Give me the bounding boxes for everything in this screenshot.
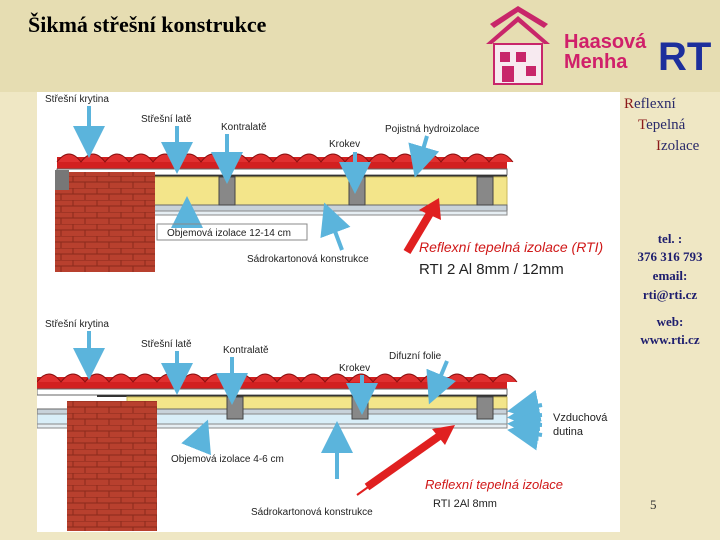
slide-title: Šikmá střešní konstrukce xyxy=(28,12,267,37)
label-difuzni-2: Difuzní folie xyxy=(389,351,442,362)
label-objemova-1: Objemová izolace 12-14 cm xyxy=(167,228,291,239)
roof-diagrams: Střešní krytina Střešní latě Kontralatě … xyxy=(36,94,608,531)
label-objemova-2: Objemová izolace 4-6 cm xyxy=(171,454,284,465)
label-kontralate-2: Kontralatě xyxy=(223,345,269,356)
label-strešni-krytina-1: Střešní krytina xyxy=(45,94,109,105)
label-sadrokarton-1: Sádrokartonová konstrukce xyxy=(247,254,369,265)
contact-web[interactable]: www.rti.cz xyxy=(640,332,700,347)
label-rti-spec-1: RTI 2 Al 8mm / 12mm xyxy=(419,261,564,278)
label-rti-red-1: Reflexní tepelná izolace (RTI) xyxy=(419,239,603,255)
brick-wall-2 xyxy=(67,401,157,531)
rti-cap-3: I xyxy=(656,138,661,154)
diagram-area: Střešní krytina Střešní latě Kontralatě … xyxy=(36,92,620,532)
diagram-1: Střešní krytina Střešní latě Kontralatě … xyxy=(45,94,603,278)
logo-line2: Menha xyxy=(564,51,628,73)
label-krokev-1: Krokev xyxy=(329,139,360,150)
red-arrow-1 xyxy=(403,207,436,255)
brick-wall xyxy=(55,172,155,272)
house-logo-icon xyxy=(486,6,550,85)
label-sadrokarton-2: Sádrokartonová konstrukce xyxy=(251,507,373,518)
label-strešni-late-1: Střešní latě xyxy=(141,114,192,125)
blue-arrows-1 xyxy=(73,106,440,251)
rti-cap-2: T xyxy=(638,117,647,133)
logo-mark: RT xyxy=(658,35,711,79)
roof-tiles xyxy=(56,153,514,169)
contact-tel-label: tel. : xyxy=(657,231,683,246)
page-number: 5 xyxy=(650,497,657,512)
label-rti-spec-2: RTI 2Al 8mm xyxy=(433,498,497,510)
rti-line-2: Tepelná xyxy=(638,117,685,134)
contact-email[interactable]: rti@rti.cz xyxy=(642,287,698,302)
logo-line1: Haasová xyxy=(564,31,647,53)
label-hydroizolace-1: Pojistná hydroizolace xyxy=(385,124,480,135)
contact-web-label: web: xyxy=(656,314,684,329)
side-panel xyxy=(620,92,720,540)
rti-cap-1: R xyxy=(624,96,635,112)
label-kontralate-1: Kontralatě xyxy=(221,122,267,133)
rti-line-3: Izolace xyxy=(656,138,699,155)
roof-tiles-2 xyxy=(36,373,518,389)
rti-line-1: Reflexní xyxy=(624,96,676,113)
insulation-layer xyxy=(126,176,508,206)
label-vzduchova-2: Vzduchová xyxy=(553,412,608,424)
rti-rest-1: eflexní xyxy=(634,96,676,112)
company-logo: Haasová Menha RT xyxy=(486,6,711,85)
header-bar xyxy=(0,0,720,92)
blue-arrows-2 xyxy=(73,331,543,479)
contact-email-label: email: xyxy=(652,268,688,283)
label-krokev-2: Krokev xyxy=(339,363,370,374)
insulation-layer-2 xyxy=(126,396,508,410)
label-strešni-krytina-2: Střešní krytina xyxy=(45,319,109,330)
label-dutina-2: dutina xyxy=(553,426,584,438)
rti-rest-3: zolace xyxy=(661,138,700,154)
rti-rest-2: epelná xyxy=(646,117,686,133)
contact-phone: 376 316 793 xyxy=(637,249,703,264)
label-strešni-late-2: Střešní latě xyxy=(141,339,192,350)
label-rti-red-2: Reflexní tepelná izolace xyxy=(425,477,563,492)
diagram-2: Střešní krytina Střešní latě Kontralatě … xyxy=(36,319,608,531)
